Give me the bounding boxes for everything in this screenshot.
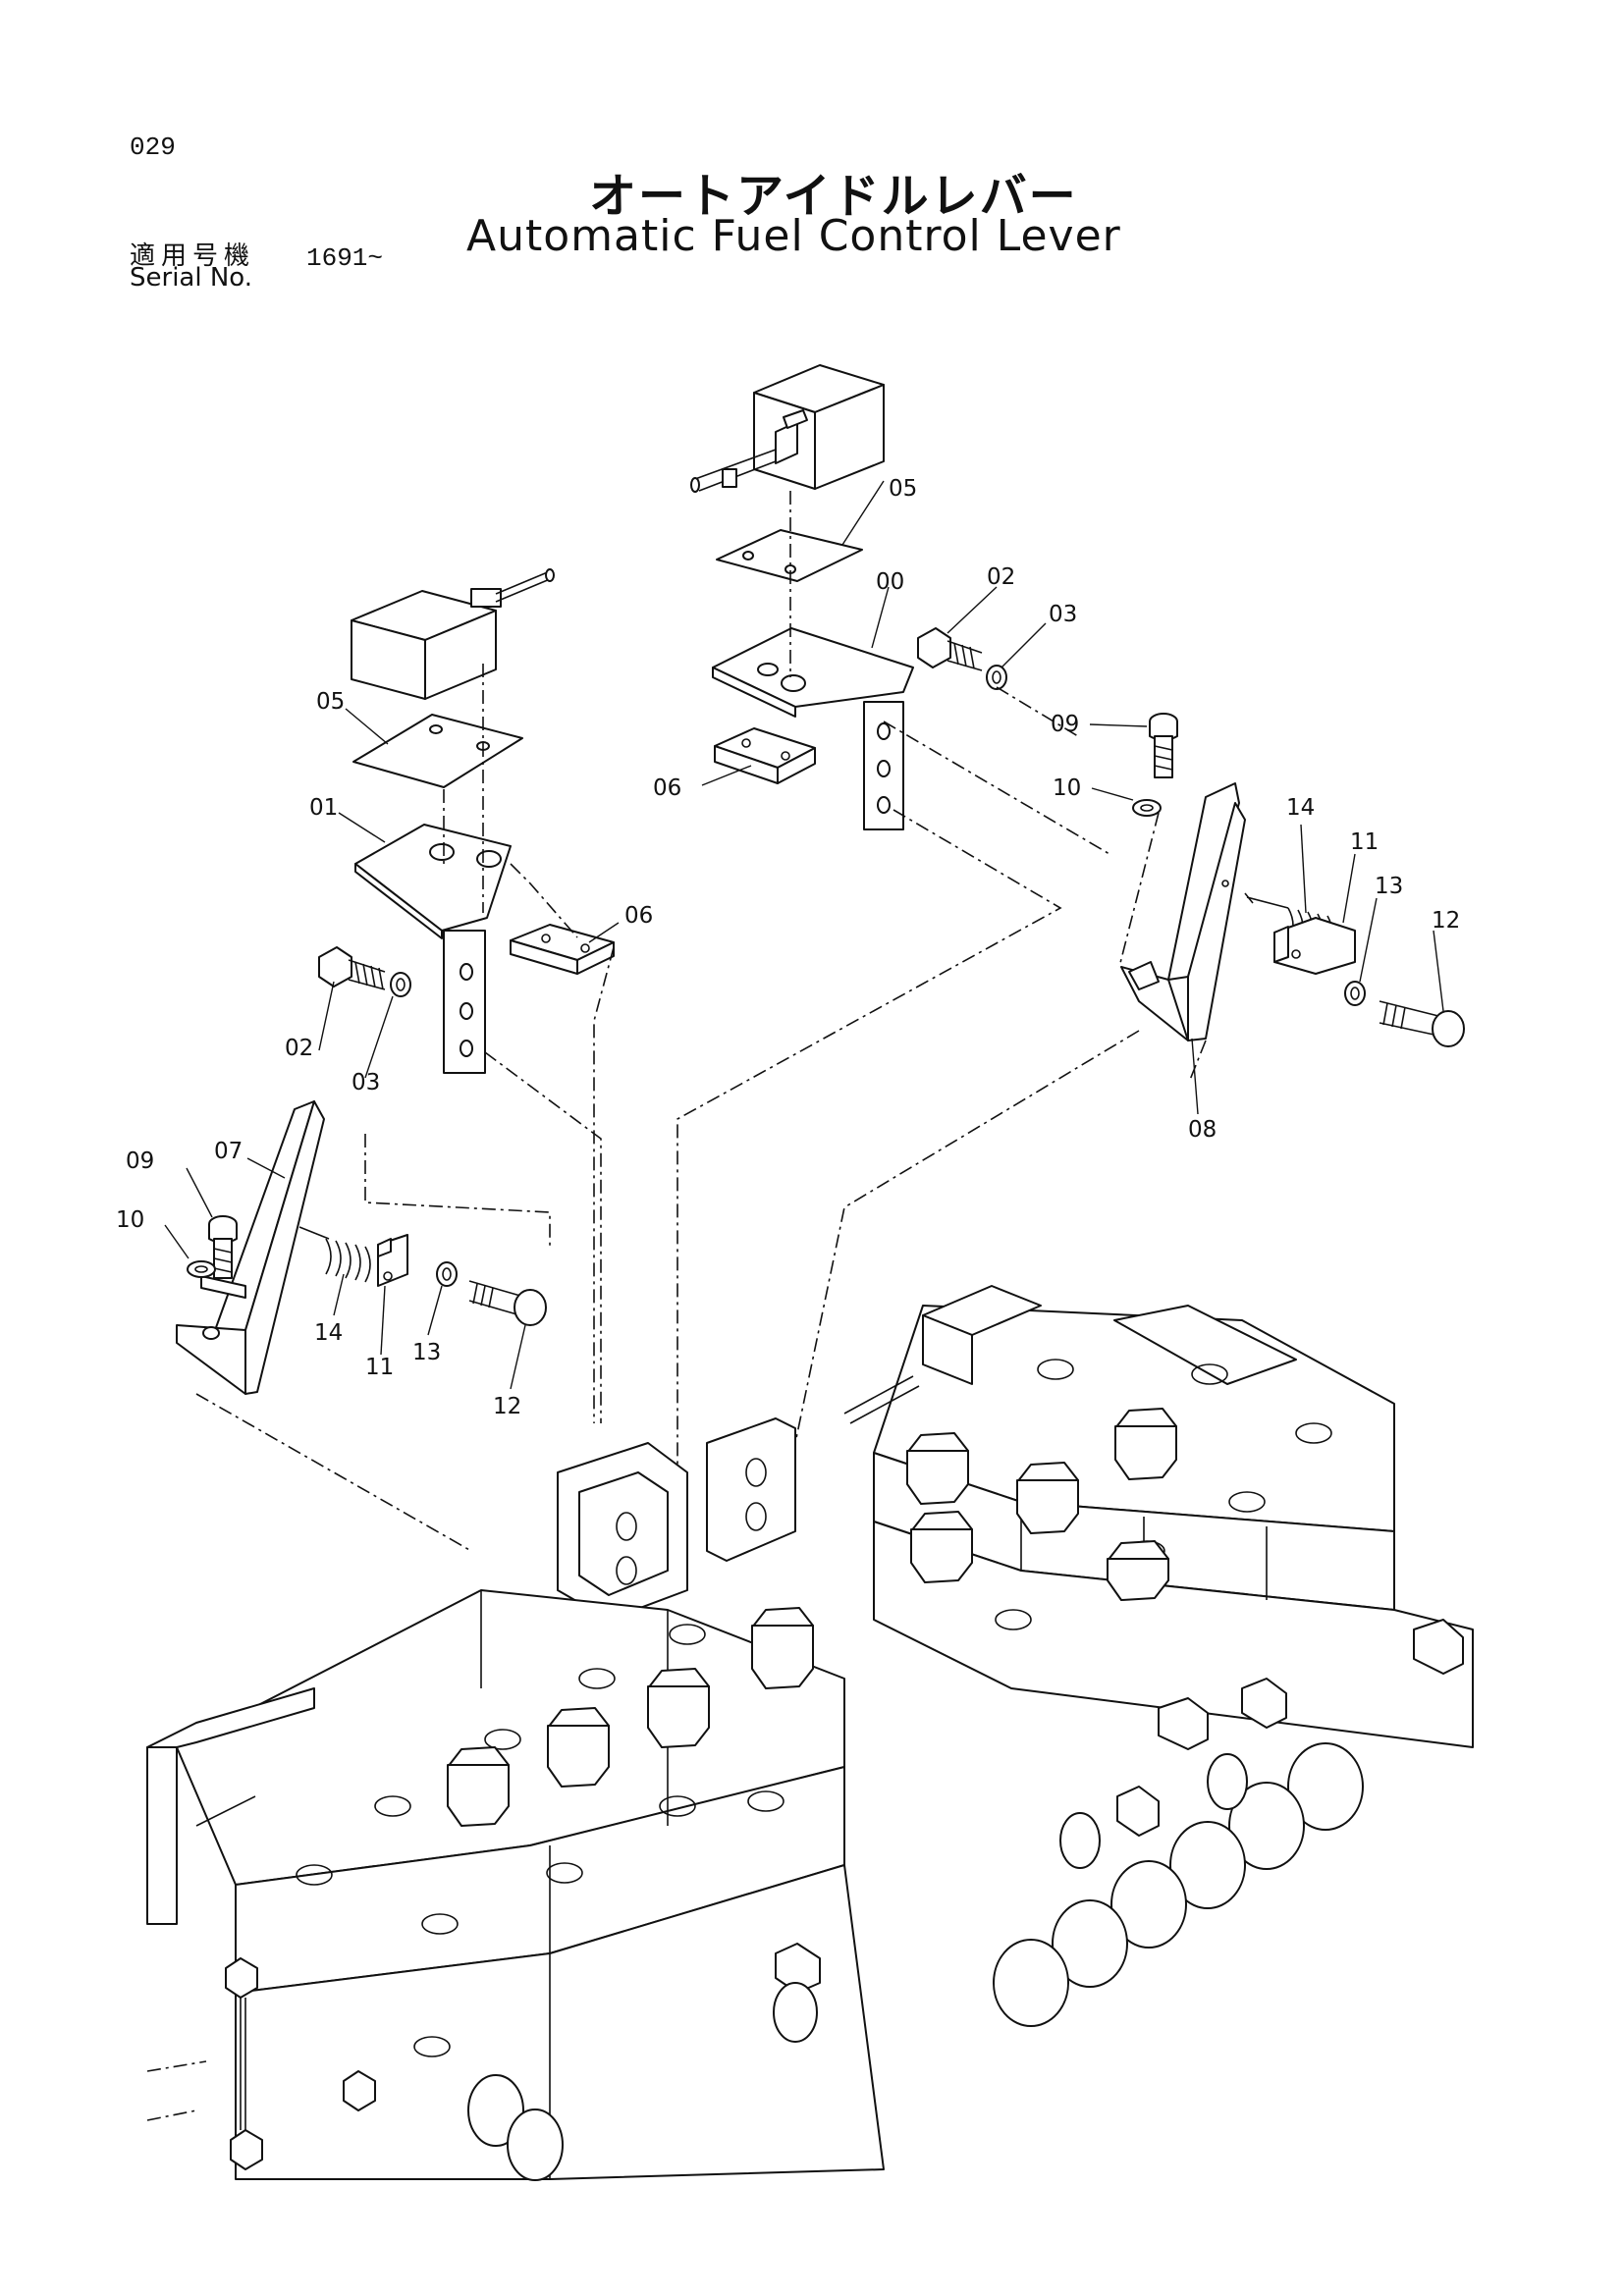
right-bolt-12	[1379, 1000, 1465, 1047]
right-assembly	[690, 364, 1465, 1047]
left-bolt-12	[468, 1280, 547, 1326]
leader-lines	[164, 480, 1444, 1390]
callout-00: 00	[876, 569, 904, 595]
left-assembly	[176, 568, 615, 1395]
hex-plug-2	[1016, 1462, 1079, 1534]
left-washer-10	[187, 1260, 216, 1278]
callout-05-right: 05	[889, 476, 917, 502]
callout-12-left: 12	[493, 1394, 521, 1419]
page-number: 029	[130, 133, 176, 162]
callout-labels: 05 01 06 02 03 07 09 10 14 11 13 12 05 0…	[116, 476, 1460, 1419]
assembly-lines	[195, 491, 1207, 1552]
serial-label-english: Serial No.	[130, 263, 252, 293]
left-plate-05	[352, 714, 523, 788]
callout-11-right: 11	[1350, 829, 1379, 855]
right-pad-06	[714, 727, 816, 784]
right-bracket-00	[712, 627, 914, 830]
right-lever-08	[1120, 782, 1246, 1041]
hex-plug-1	[906, 1432, 969, 1505]
callout-03-left: 03	[352, 1070, 380, 1095]
left-bracket-11	[377, 1234, 408, 1287]
callout-02-right: 02	[987, 564, 1015, 590]
callout-09-left: 09	[126, 1148, 154, 1174]
callout-01: 01	[309, 795, 338, 821]
callout-06-right: 06	[653, 775, 681, 801]
callout-08: 08	[1188, 1117, 1217, 1143]
hex-nut-lower-left-1	[225, 1957, 258, 1999]
hex-plug-9	[751, 1607, 814, 1689]
right-bracket-11	[1273, 917, 1356, 975]
hex-plug-5	[1107, 1540, 1169, 1601]
serial-value: 1691~	[306, 243, 384, 273]
callout-11-left: 11	[365, 1355, 394, 1380]
left-pad-06	[510, 924, 615, 975]
title-english: Automatic Fuel Control Lever	[466, 211, 1121, 261]
callout-13-right: 13	[1375, 874, 1403, 899]
callout-10-right: 10	[1053, 775, 1081, 801]
right-washer-03	[986, 665, 1007, 690]
callout-12-right: 12	[1432, 908, 1460, 934]
left-solenoid	[351, 568, 555, 700]
hex-plug-3	[1114, 1408, 1177, 1480]
callout-10-left: 10	[116, 1207, 144, 1233]
callout-13-left: 13	[412, 1340, 441, 1365]
callout-14-right: 14	[1286, 795, 1315, 821]
hex-plug-4	[910, 1511, 973, 1583]
left-bolt-02	[318, 946, 386, 990]
callout-06-left: 06	[624, 903, 653, 929]
right-solenoid	[690, 364, 885, 493]
serial-label-japanese: 適用号機	[130, 241, 256, 271]
left-washer-13	[436, 1261, 458, 1287]
left-lever-07	[176, 1100, 325, 1395]
left-bolt-09	[208, 1215, 238, 1279]
title-japanese: オートアイドルレバー	[589, 169, 1078, 224]
callout-14-left: 14	[314, 1320, 343, 1346]
spool-ends-right	[993, 1619, 1464, 2027]
callout-07: 07	[214, 1139, 243, 1164]
hex-nut-lower-left-2	[343, 2070, 376, 2111]
right-bolt-02	[917, 627, 983, 671]
hex-plug-6	[447, 1746, 510, 1827]
callout-02-left: 02	[285, 1036, 313, 1061]
callout-05-left: 05	[316, 689, 345, 715]
right-washer-10	[1132, 799, 1162, 817]
callout-09-right: 09	[1051, 712, 1079, 737]
left-bracket-01	[354, 824, 512, 1074]
left-spring-14	[298, 1226, 371, 1283]
hex-plug-7	[547, 1707, 610, 1788]
control-valve-body	[146, 1285, 1474, 2181]
hex-plug-8	[647, 1668, 710, 1748]
right-plate-05	[716, 529, 863, 582]
right-bolt-09	[1149, 713, 1178, 778]
callout-03-right: 03	[1049, 602, 1077, 627]
left-washer-03	[390, 972, 411, 997]
right-washer-13	[1344, 981, 1366, 1006]
